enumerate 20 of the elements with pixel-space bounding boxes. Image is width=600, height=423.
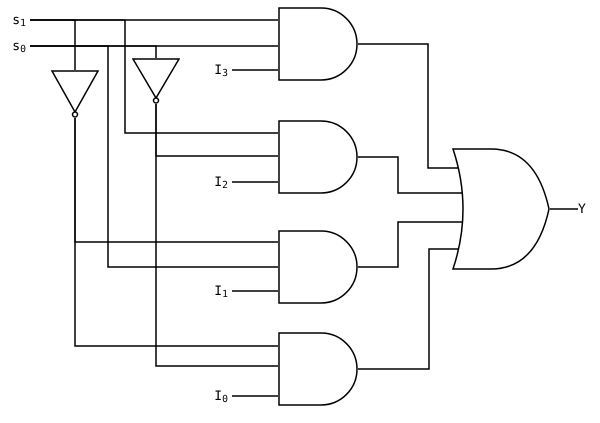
signal-label: I$_{2}$ (214, 176, 228, 188)
signal-label: I$_{0}$ (214, 390, 228, 402)
signal-label: s$_{0}$ (12, 40, 26, 52)
wire (358, 221, 462, 268)
wire (358, 43, 458, 169)
wire (30, 45, 157, 58)
signal-label: I$_{1}$ (214, 284, 228, 298)
wire (232, 69, 278, 71)
wire (358, 248, 458, 370)
signal-label: s$_{1}$ (12, 14, 26, 26)
wire (155, 104, 278, 367)
wire (232, 290, 278, 292)
wire (358, 156, 462, 194)
wire (74, 118, 278, 347)
signal-label: Y (578, 202, 586, 216)
wire (30, 19, 76, 70)
wire (550, 208, 578, 210)
signal-label: I$_{3}$ (214, 64, 228, 76)
wire (232, 395, 278, 397)
wire (232, 181, 278, 183)
